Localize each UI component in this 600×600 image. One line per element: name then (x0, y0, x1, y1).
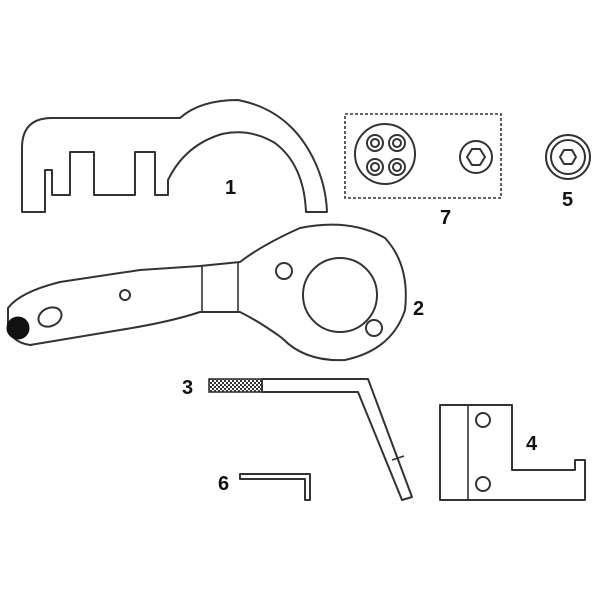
part-1-hook-wrench (21, 99, 328, 213)
label-part-3: 3 (182, 377, 194, 399)
part-2-ring-handle (6, 223, 407, 362)
label-part-7: 7 (440, 207, 452, 229)
part-4-bracket (439, 404, 586, 501)
part-5-hex-nut (545, 134, 591, 180)
label-part-1: 1 (225, 177, 237, 199)
label-part-2: 2 (413, 298, 425, 320)
label-part-5: 5 (562, 189, 574, 211)
part-7-plug-set (344, 113, 502, 199)
label-part-4: 4 (526, 433, 538, 455)
label-part-6: 6 (218, 473, 230, 495)
part-3-bent-pin (208, 378, 413, 501)
part-6-hex-key (239, 473, 311, 501)
